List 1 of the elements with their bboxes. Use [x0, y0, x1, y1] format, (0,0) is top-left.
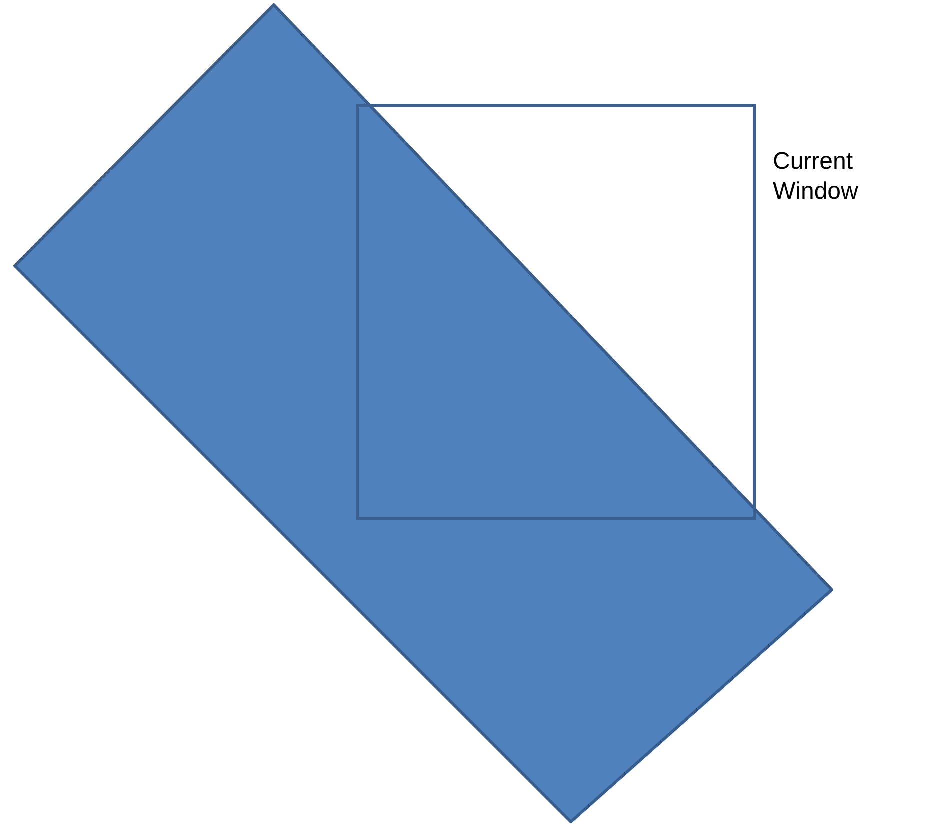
window-label: Current Window — [773, 147, 860, 207]
